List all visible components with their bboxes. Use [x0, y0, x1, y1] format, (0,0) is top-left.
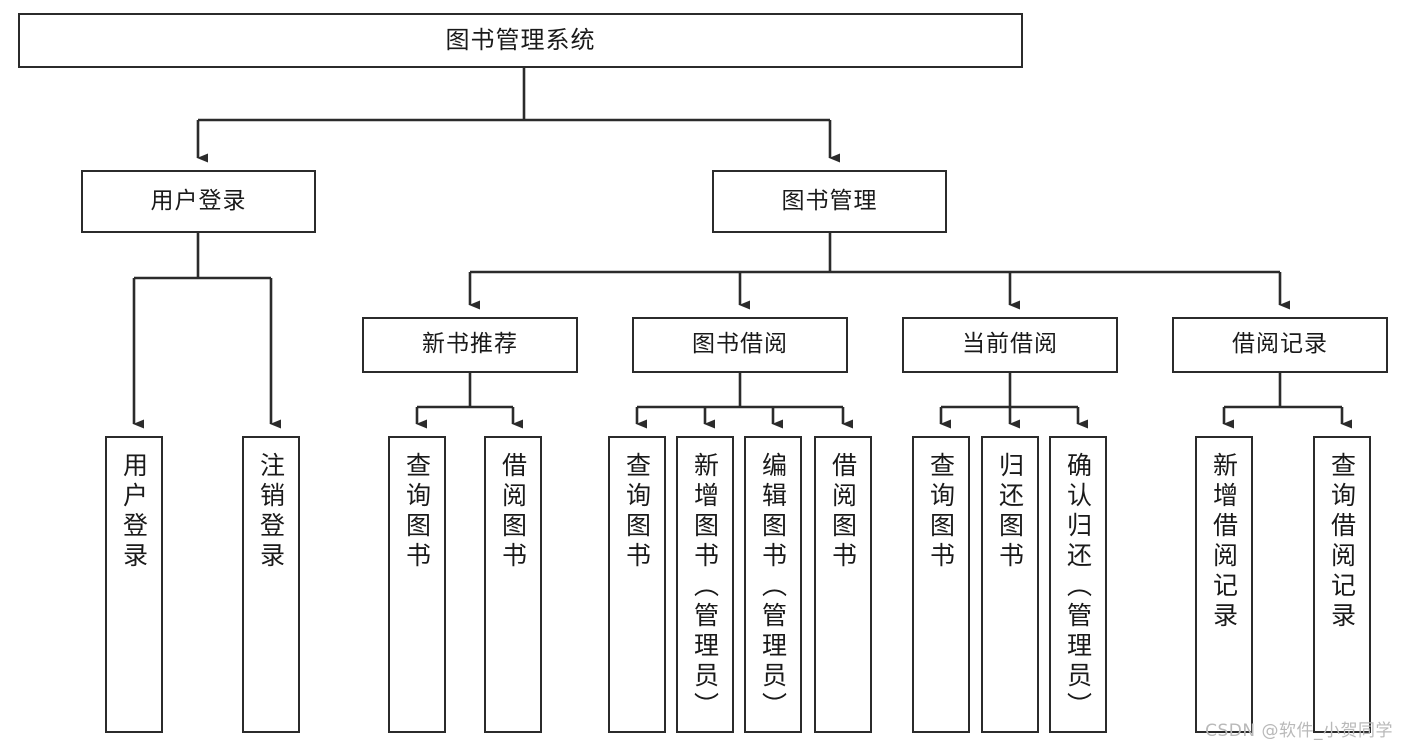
node-label: 借阅图书	[498, 452, 528, 572]
node-label: 新书推荐	[422, 331, 518, 358]
node-label: 图书管理	[781, 187, 878, 214]
leaf-query-books-recommend[interactable]: 查询图书	[388, 436, 446, 733]
leaf-borrow-books-recommend[interactable]: 借阅图书	[484, 436, 542, 733]
leaf-user-login[interactable]: 用户登录	[105, 436, 163, 733]
node-label: 图书借阅	[692, 331, 788, 358]
node-label: 用户登录	[150, 187, 247, 214]
node-label: 编辑图书（管理员）	[758, 452, 788, 722]
leaf-logout[interactable]: 注销登录	[242, 436, 300, 733]
node-book-management[interactable]: 图书管理	[712, 170, 947, 233]
node-label: 注销登录	[256, 452, 286, 572]
node-label: 新增图书（管理员）	[690, 452, 720, 722]
node-book-borrowing[interactable]: 图书借阅	[632, 317, 848, 373]
leaf-query-borrow-record[interactable]: 查询借阅记录	[1313, 436, 1371, 733]
leaf-query-books-borrow[interactable]: 查询图书	[608, 436, 666, 733]
node-label: 图书管理系统	[445, 26, 596, 55]
node-label: 新增借阅记录	[1209, 452, 1239, 632]
node-root-book-management-system[interactable]: 图书管理系统	[18, 13, 1023, 68]
node-borrow-records[interactable]: 借阅记录	[1172, 317, 1388, 373]
leaf-edit-book-admin[interactable]: 编辑图书（管理员）	[744, 436, 802, 733]
node-label: 用户登录	[119, 452, 149, 572]
node-label: 确认归还（管理员）	[1063, 452, 1093, 722]
node-label: 查询图书	[926, 452, 956, 572]
leaf-query-books-current[interactable]: 查询图书	[912, 436, 970, 733]
leaf-add-borrow-record[interactable]: 新增借阅记录	[1195, 436, 1253, 733]
leaf-add-book-admin[interactable]: 新增图书（管理员）	[676, 436, 734, 733]
node-label: 当前借阅	[962, 331, 1058, 358]
node-label: 借阅图书	[828, 452, 858, 572]
node-new-book-recommendation[interactable]: 新书推荐	[362, 317, 578, 373]
watermark-text: CSDN @软件_小贺同学	[1205, 721, 1393, 741]
node-label: 查询图书	[402, 452, 432, 572]
leaf-borrow-books[interactable]: 借阅图书	[814, 436, 872, 733]
node-label: 查询借阅记录	[1327, 452, 1357, 632]
node-label: 查询图书	[622, 452, 652, 572]
node-user-login[interactable]: 用户登录	[81, 170, 316, 233]
node-current-borrowing[interactable]: 当前借阅	[902, 317, 1118, 373]
node-label: 归还图书	[995, 452, 1025, 572]
leaf-return-books[interactable]: 归还图书	[981, 436, 1039, 733]
leaf-confirm-return-admin[interactable]: 确认归还（管理员）	[1049, 436, 1107, 733]
node-label: 借阅记录	[1232, 331, 1328, 358]
